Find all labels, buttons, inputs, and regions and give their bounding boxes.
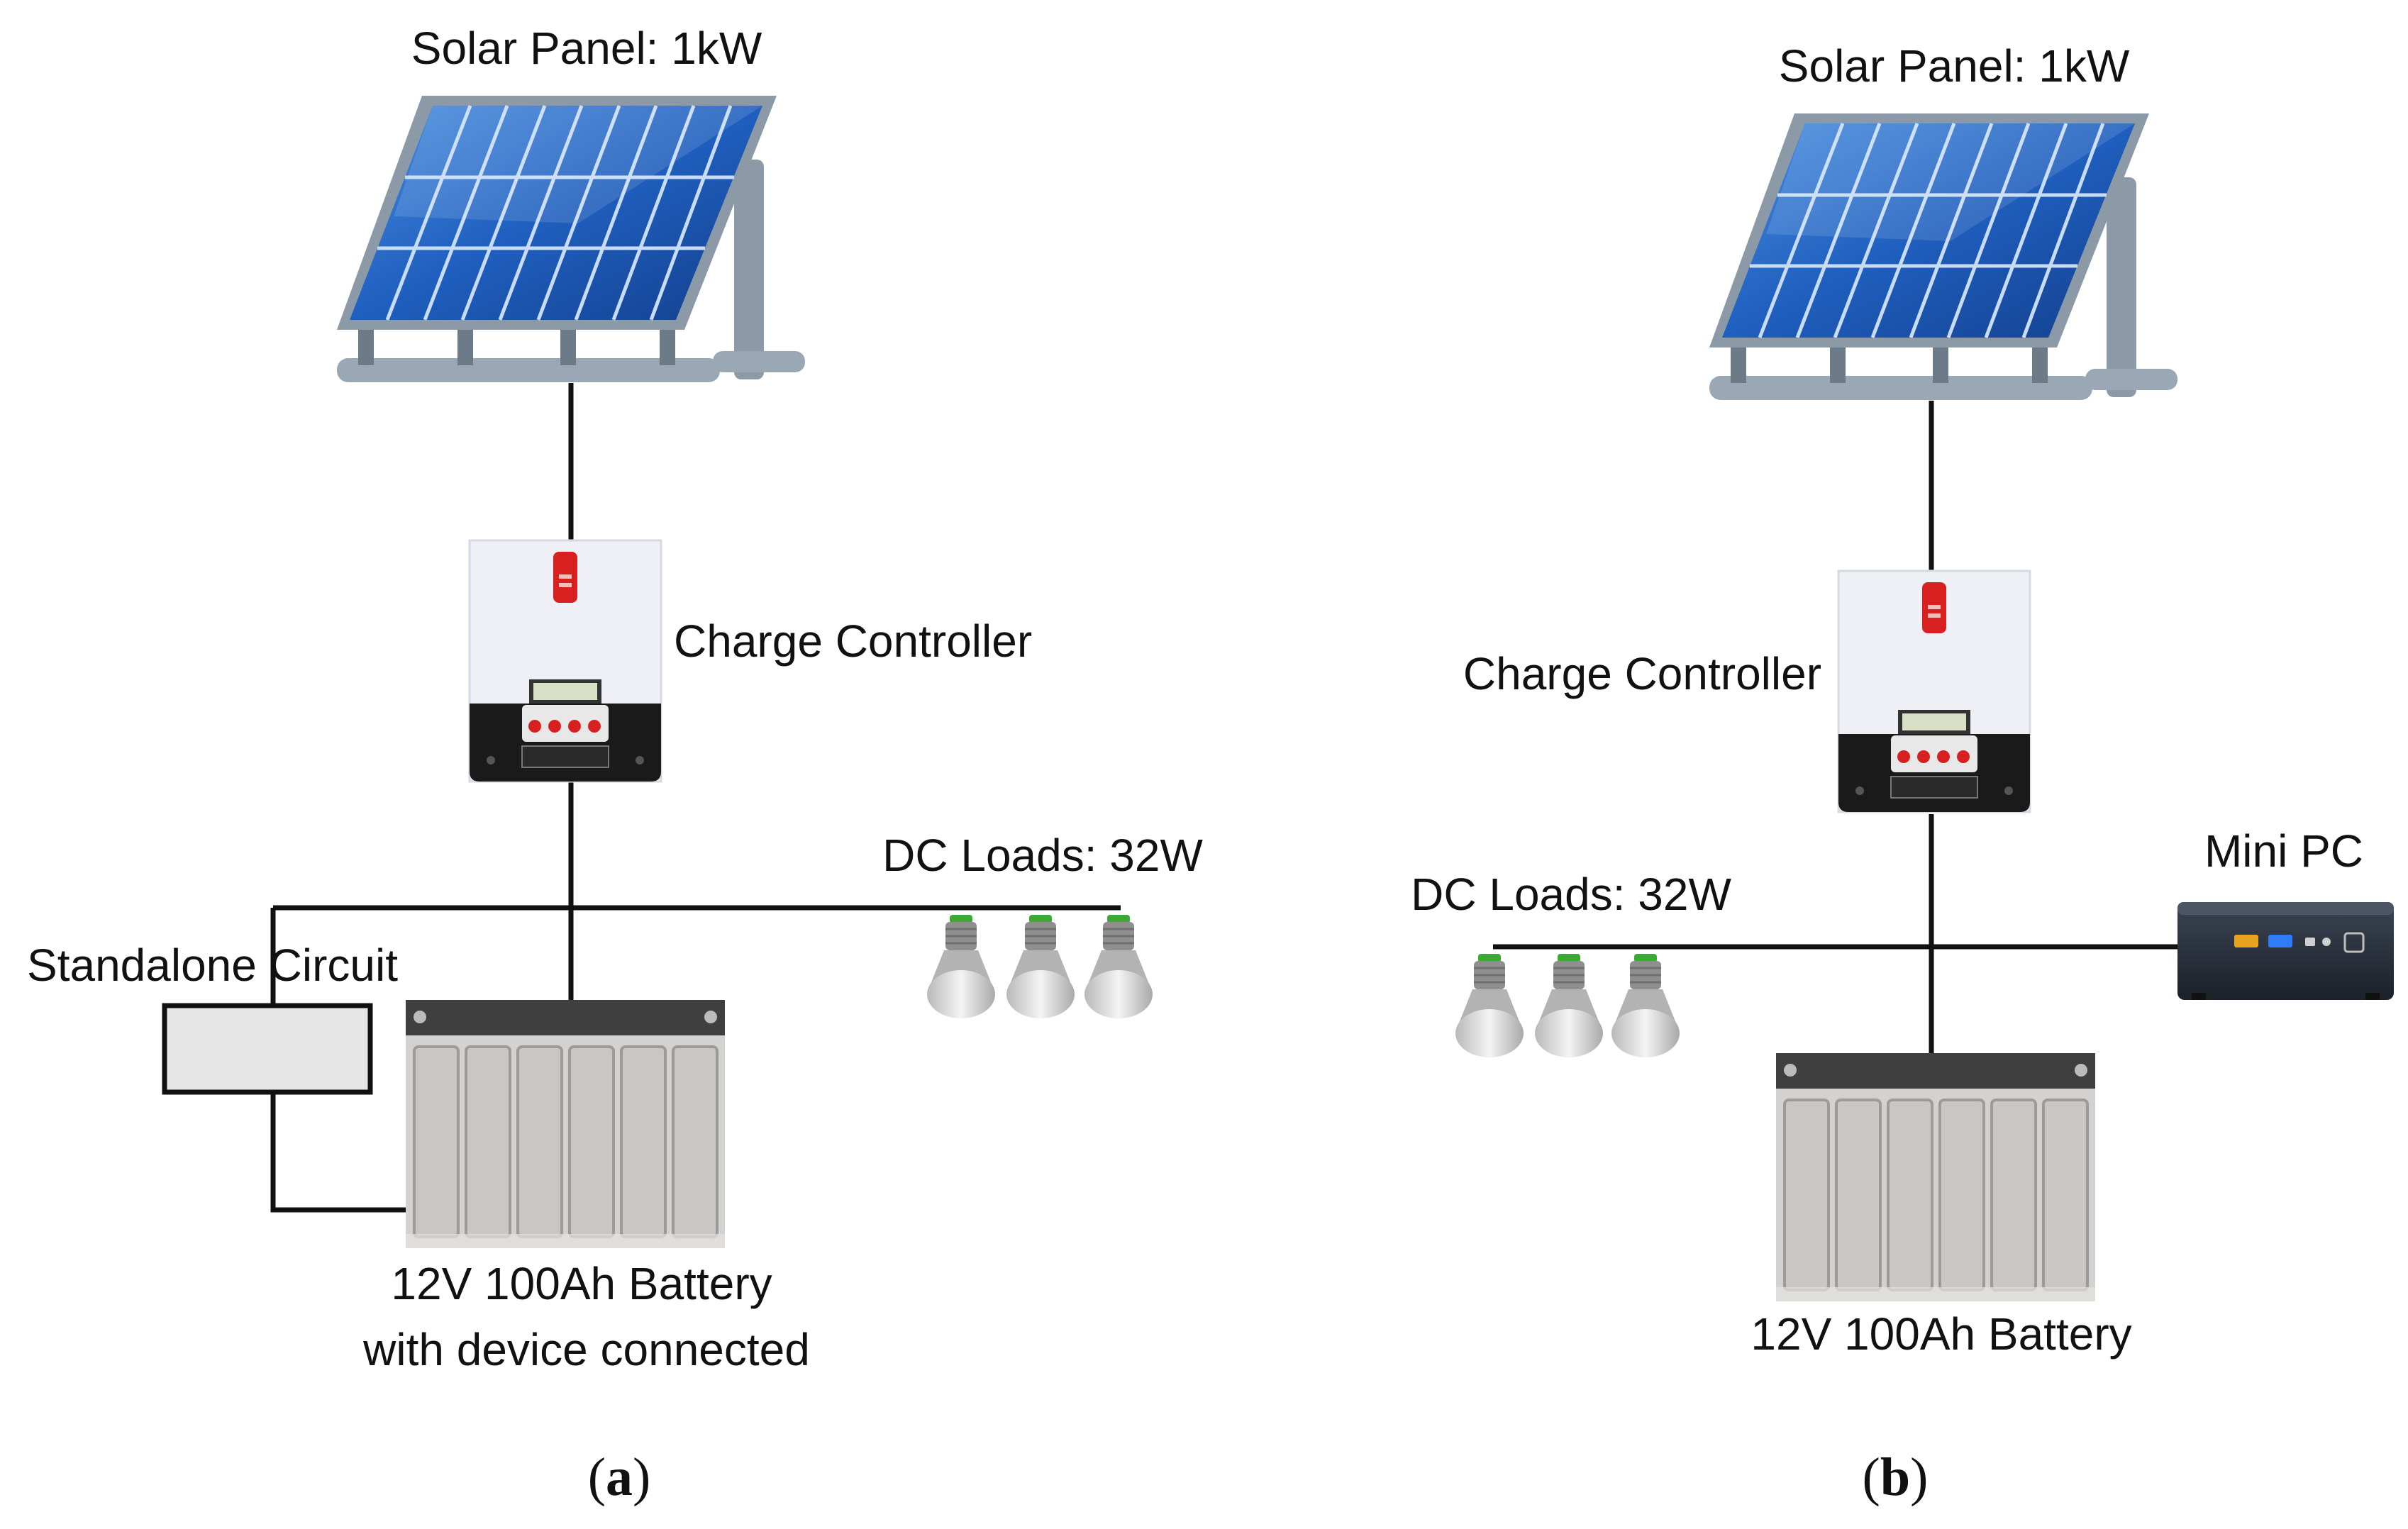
battery-label-sub: with device connected bbox=[362, 1324, 810, 1375]
light-bulb-icon bbox=[1610, 952, 1681, 1059]
charge-controller-icon bbox=[1837, 569, 2031, 813]
dc-loads-label: DC Loads: 32W bbox=[1411, 869, 1731, 920]
light-bulb-icon bbox=[926, 913, 997, 1020]
dc-loads-bulbs bbox=[1454, 952, 1681, 1059]
battery-icon bbox=[404, 999, 726, 1250]
standalone-circuit-label: Standalone Circuit bbox=[27, 940, 398, 991]
charge-controller-icon bbox=[468, 539, 662, 783]
charge-controller-label: Charge Controller bbox=[674, 616, 1032, 667]
light-bulb-icon bbox=[1083, 913, 1154, 1020]
wire-standalone-to-battery bbox=[270, 1092, 406, 1213]
standalone-circuit-box bbox=[162, 1003, 373, 1095]
dc-loads-label: DC Loads: 32W bbox=[882, 830, 1203, 881]
caption-a: (a) bbox=[588, 1447, 651, 1507]
panel-b-wires bbox=[1493, 401, 2181, 1053]
solar-panel-label: Solar Panel: 1kW bbox=[411, 23, 762, 74]
battery-label: 12V 100Ah Battery bbox=[1750, 1308, 2131, 1360]
charge-controller-label: Charge Controller bbox=[1463, 648, 1821, 699]
mini-pc-icon bbox=[2177, 902, 2394, 1000]
caption-a-letter: a bbox=[606, 1447, 633, 1507]
solar-panel-label: Solar Panel: 1kW bbox=[1779, 40, 2130, 91]
solar-panel-icon bbox=[337, 96, 805, 382]
light-bulb-icon bbox=[1533, 952, 1604, 1059]
panel-a: Solar Panel: 1kW Charge Controller DC Lo… bbox=[27, 23, 1203, 1507]
caption-b: (b) bbox=[1863, 1447, 1929, 1507]
battery-label: 12V 100Ah Battery bbox=[391, 1258, 772, 1309]
panel-b: Solar Panel: 1kW Charge Controller DC Lo… bbox=[1411, 40, 2394, 1507]
mini-pc-label: Mini PC bbox=[2204, 825, 2363, 877]
battery-icon bbox=[1775, 1052, 2097, 1303]
caption-b-letter: b bbox=[1880, 1447, 1910, 1507]
panel-a-wires bbox=[270, 383, 1121, 1213]
dc-loads-bulbs bbox=[926, 913, 1154, 1020]
light-bulb-icon bbox=[1005, 913, 1076, 1020]
light-bulb-icon bbox=[1454, 952, 1525, 1059]
solar-panel-icon bbox=[1709, 113, 2177, 400]
